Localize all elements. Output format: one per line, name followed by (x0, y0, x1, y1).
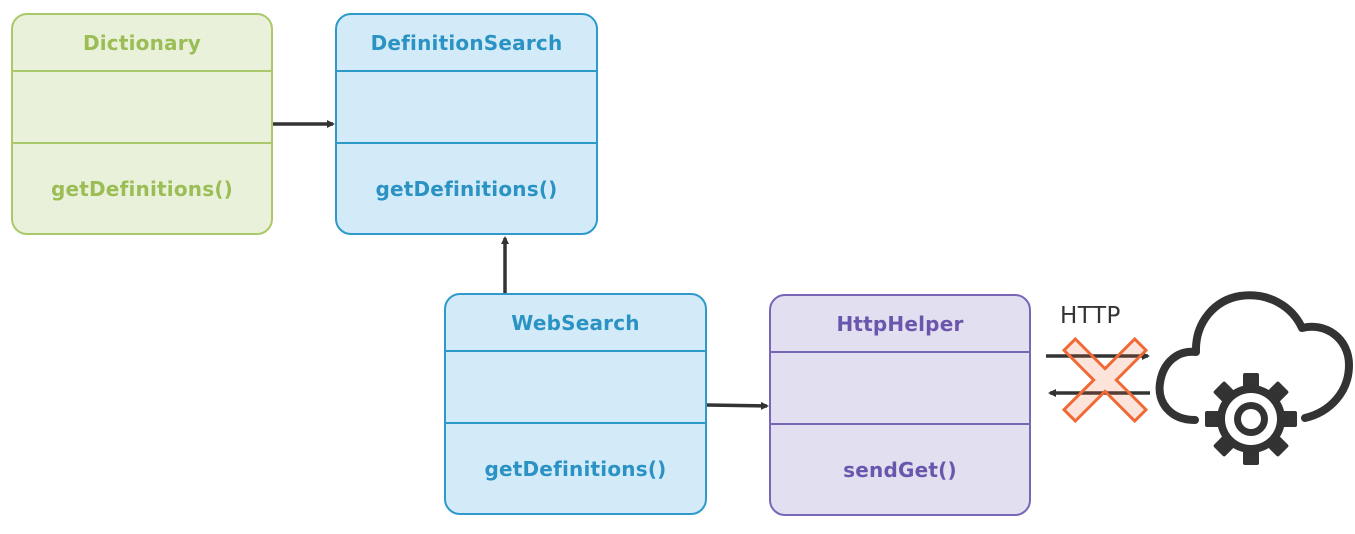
class-box-websearch: WebSearch getDefinitions() (444, 293, 707, 515)
class-name: HttpHelper (771, 296, 1029, 353)
class-attributes (446, 352, 705, 424)
class-attributes (337, 72, 596, 144)
class-attributes (13, 72, 271, 144)
http-label: HTTP (1060, 303, 1121, 329)
blocked-x-icon (1061, 336, 1149, 424)
class-attributes (771, 353, 1029, 425)
arrow-websearch-to-httphelper (706, 401, 769, 410)
class-operations: getDefinitions() (375, 176, 558, 201)
class-operations: getDefinitions() (50, 176, 234, 201)
class-box-dictionary: Dictionary getDefinitions() (11, 13, 273, 235)
class-name: DefinitionSearch (337, 15, 596, 72)
class-operations: sendGet() (843, 457, 957, 482)
class-name: WebSearch (446, 295, 705, 352)
class-name: Dictionary (13, 15, 271, 72)
class-box-definitionsearch: DefinitionSearch getDefinitions() (335, 13, 598, 235)
http-arrows (1046, 352, 1150, 397)
class-operations: getDefinitions() (484, 456, 667, 481)
cloud-gear-icon (1155, 291, 1353, 465)
class-box-httphelper: HttpHelper sendGet() (769, 294, 1031, 516)
